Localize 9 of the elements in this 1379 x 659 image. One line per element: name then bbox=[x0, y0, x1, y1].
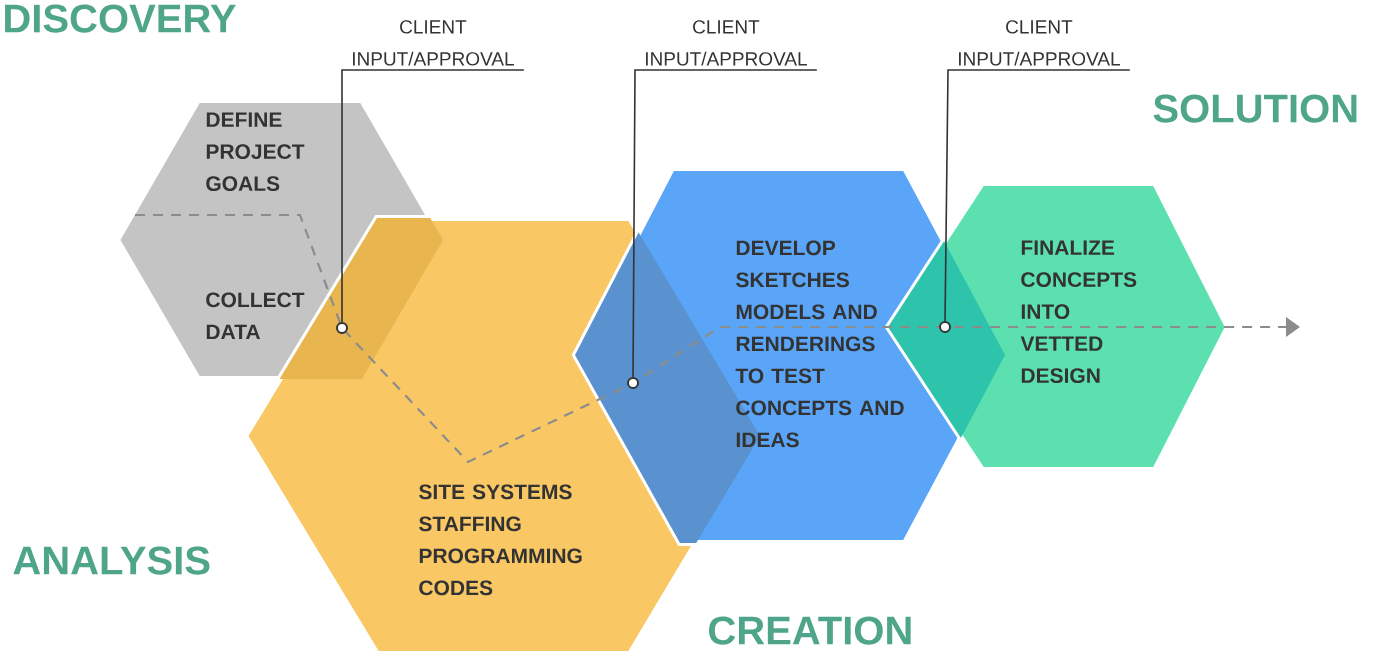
phase-label: DISCOVERY bbox=[5, 4, 236, 33]
approval-label: CLIENT INPUT/APPROVAL bbox=[959, 20, 1120, 66]
phase-label: CREATION bbox=[709, 616, 911, 645]
phase-label: SOLUTION bbox=[1153, 94, 1357, 123]
leader-line bbox=[341, 69, 525, 323]
leader-line bbox=[632, 69, 818, 378]
approval-label: CLIENT INPUT/APPROVAL bbox=[646, 20, 807, 66]
approval-label: CLIENT INPUT/APPROVAL bbox=[353, 20, 514, 66]
leader-line bbox=[944, 69, 1131, 322]
